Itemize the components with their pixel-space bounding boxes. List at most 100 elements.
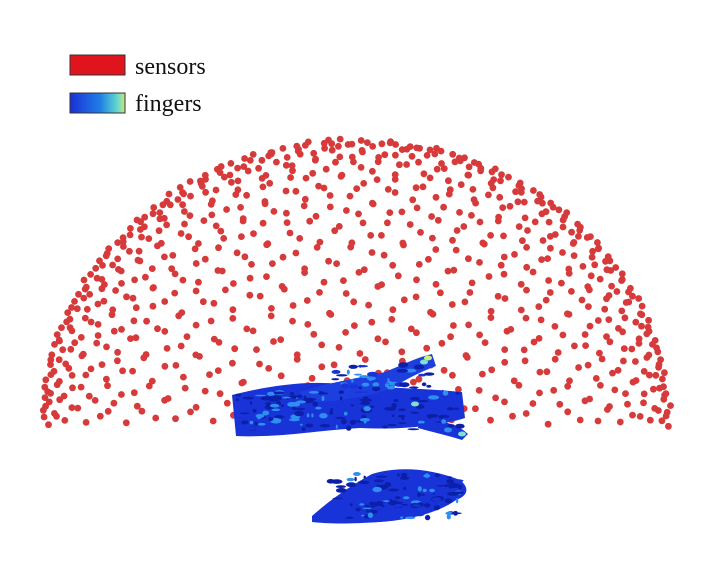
sensor-point — [105, 245, 113, 253]
sensor-point — [218, 267, 226, 275]
sensor-point — [524, 227, 531, 234]
sensor-point — [273, 158, 280, 166]
finger-speckle — [397, 414, 406, 418]
sensor-point — [463, 354, 471, 361]
sensor-point — [238, 379, 246, 387]
sensor-point — [465, 321, 472, 329]
sensor-point — [165, 190, 173, 198]
sensor-point — [536, 389, 543, 397]
sensor-point — [342, 290, 350, 297]
sensor-point — [143, 317, 151, 325]
sensor-point — [241, 253, 249, 261]
sensor-point — [118, 280, 125, 287]
finger-speckle — [331, 378, 340, 381]
finger-speckle — [424, 372, 435, 376]
finger-speckle — [384, 482, 392, 487]
sensor-point — [130, 317, 138, 325]
finger-speckle — [455, 392, 460, 395]
sensor-point — [221, 173, 228, 181]
sensor-point — [134, 256, 142, 264]
sensor-point — [234, 177, 242, 185]
sensor-point — [434, 216, 442, 224]
sensor-point — [500, 270, 508, 278]
sensor-point — [584, 361, 592, 369]
sensor-point — [163, 221, 171, 229]
finger-speckle — [321, 392, 329, 395]
sensor-point — [94, 332, 102, 339]
finger-speckle — [288, 395, 300, 398]
sensor-point — [584, 283, 592, 290]
finger-speckle — [367, 512, 374, 518]
sensor-point — [501, 295, 509, 302]
sensor-point — [42, 376, 50, 384]
finger-speckle — [292, 396, 297, 399]
sensor-point — [520, 198, 528, 206]
sensor-point — [635, 335, 643, 343]
finger-speckle — [349, 503, 353, 507]
sensor-point — [487, 307, 495, 315]
sensor-point — [542, 208, 550, 216]
sensor-point — [387, 138, 394, 146]
finger-speckle — [424, 514, 431, 521]
finger-speckle — [315, 406, 322, 410]
sensor-point — [119, 234, 127, 242]
sensor-point — [453, 227, 461, 234]
finger-speckle — [357, 397, 364, 400]
sensor-point — [110, 399, 118, 407]
finger-speckle — [384, 407, 396, 411]
sensor-point — [40, 413, 48, 421]
finger-speckle — [423, 473, 431, 478]
finger-speckle — [446, 514, 451, 520]
sensor-point — [149, 210, 157, 218]
sensor-point — [485, 273, 493, 280]
sensor-point — [123, 293, 130, 301]
sensor-point — [512, 188, 519, 196]
finger-speckle — [455, 423, 465, 429]
sensor-point — [192, 321, 200, 329]
sensor-point — [578, 296, 586, 304]
finger-speckle — [248, 426, 256, 431]
sensor-point — [325, 136, 332, 144]
finger-speckle — [286, 398, 290, 400]
sensor-point — [479, 370, 486, 378]
finger-speckle — [338, 390, 344, 395]
finger-speckle — [360, 412, 364, 415]
sensor-point — [565, 265, 573, 273]
finger-speckle — [373, 479, 384, 483]
finger-speckle — [357, 365, 369, 368]
sensor-point — [181, 220, 188, 228]
sensor-point — [416, 144, 423, 152]
finger-speckle — [335, 424, 338, 429]
sensor-point — [415, 375, 423, 383]
finger-speckle — [374, 506, 384, 510]
sensor-point — [438, 339, 446, 347]
sensor-point — [433, 165, 441, 173]
sensor-point — [289, 302, 297, 309]
finger-speckle — [340, 419, 347, 425]
sensor-point — [485, 191, 492, 199]
sensor-point — [638, 322, 645, 330]
sensor-point — [450, 322, 457, 329]
finger-speckle — [330, 408, 334, 411]
finger-speckle — [358, 480, 370, 485]
finger-speckle — [433, 505, 440, 511]
finger-speckle — [417, 492, 421, 498]
sensor-point — [637, 310, 644, 318]
sensor-point — [488, 366, 496, 374]
sensor-point — [132, 334, 140, 342]
sensor-point — [426, 174, 434, 182]
sensor-point — [400, 296, 408, 304]
sensor-point — [229, 359, 236, 367]
sensor-point — [632, 377, 640, 384]
sensor-point — [494, 292, 502, 300]
sensor-point — [62, 360, 70, 368]
sensor-point — [632, 318, 640, 326]
sensor-point — [229, 315, 237, 322]
finger-speckle — [282, 396, 291, 399]
sensor-point — [142, 273, 149, 281]
sensor-point — [440, 165, 448, 173]
sensor-point — [369, 199, 376, 207]
sensor-point — [292, 187, 300, 195]
sensor-point — [130, 389, 138, 397]
finger-speckle — [367, 371, 379, 377]
